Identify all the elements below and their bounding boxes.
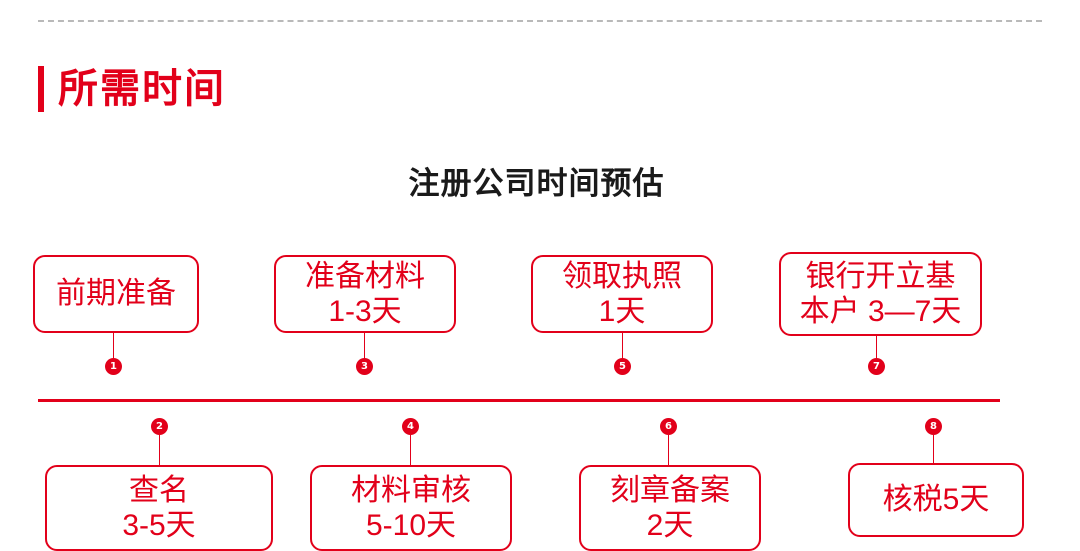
timeline-node-6: 6 xyxy=(660,418,677,435)
timeline-node-8: 8 xyxy=(925,418,942,435)
chart-title: 注册公司时间预估 xyxy=(0,158,1080,203)
section-heading-label: 所需时间 xyxy=(58,67,226,111)
timeline-box-step-2: 查名 3-5天 xyxy=(45,465,273,551)
connector-step-4 xyxy=(410,435,411,465)
timeline-box-step-1: 前期准备 xyxy=(33,255,199,333)
connector-step-7 xyxy=(876,336,877,360)
connector-step-5 xyxy=(622,333,623,360)
timeline-box-step-8: 核税5天 xyxy=(848,463,1024,537)
connector-step-6 xyxy=(668,435,669,465)
connector-step-3 xyxy=(364,333,365,360)
timeline-node-4: 4 xyxy=(402,418,419,435)
timeline-axis xyxy=(38,399,1000,402)
timeline-box-step-6: 刻章备案 2天 xyxy=(579,465,761,551)
timeline-node-3: 3 xyxy=(356,358,373,375)
connector-step-1 xyxy=(113,333,114,360)
chart-title-label: 注册公司时间预估 xyxy=(408,166,665,201)
timeline-box-step-7: 银行开立基 本户 3—7天 xyxy=(779,252,982,336)
connector-step-8 xyxy=(933,435,934,465)
timeline-node-7: 7 xyxy=(868,358,885,375)
timeline-node-1: 1 xyxy=(105,358,122,375)
timeline-node-5: 5 xyxy=(614,358,631,375)
timeline-box-step-3: 准备材料 1-3天 xyxy=(274,255,456,333)
timeline-node-2: 2 xyxy=(151,418,168,435)
top-divider xyxy=(38,20,1042,22)
section-heading: 所需时间 xyxy=(38,66,226,112)
timeline-box-step-4: 材料审核 5-10天 xyxy=(310,465,512,551)
section-accent-bar xyxy=(38,66,44,112)
connector-step-2 xyxy=(159,435,160,465)
timeline-box-step-5: 领取执照 1天 xyxy=(531,255,713,333)
